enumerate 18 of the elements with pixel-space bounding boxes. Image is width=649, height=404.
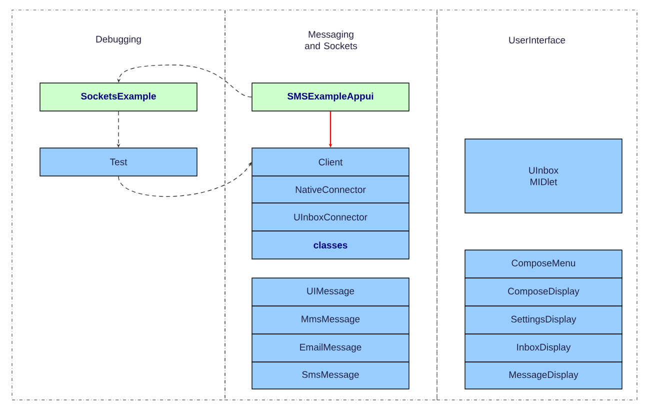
class-box: ComposeMenu bbox=[464, 250, 622, 278]
class-box: ComposeDisplay bbox=[464, 278, 622, 306]
class-box: UInboxConnector bbox=[252, 202, 410, 232]
class-box: SmsMessage bbox=[252, 362, 410, 390]
class-box: EmailMessage bbox=[252, 334, 410, 362]
class-box: classes bbox=[252, 230, 410, 260]
class-box: MmsMessage bbox=[252, 306, 410, 334]
class-box: UInbox MIDlet bbox=[464, 138, 622, 214]
class-box: Client bbox=[252, 148, 410, 176]
class-box: InboxDisplay bbox=[464, 334, 622, 362]
class-box: NativeConnector bbox=[252, 176, 410, 204]
class-box: SettingsDisplay bbox=[464, 306, 622, 334]
class-box: Test bbox=[40, 148, 198, 176]
class-box: UIMessage bbox=[252, 278, 410, 306]
class-box: SMSExampleAppui bbox=[252, 82, 410, 112]
arrow bbox=[118, 162, 252, 197]
class-box: SocketsExample bbox=[40, 82, 198, 112]
class-box: MessageDisplay bbox=[464, 362, 622, 390]
